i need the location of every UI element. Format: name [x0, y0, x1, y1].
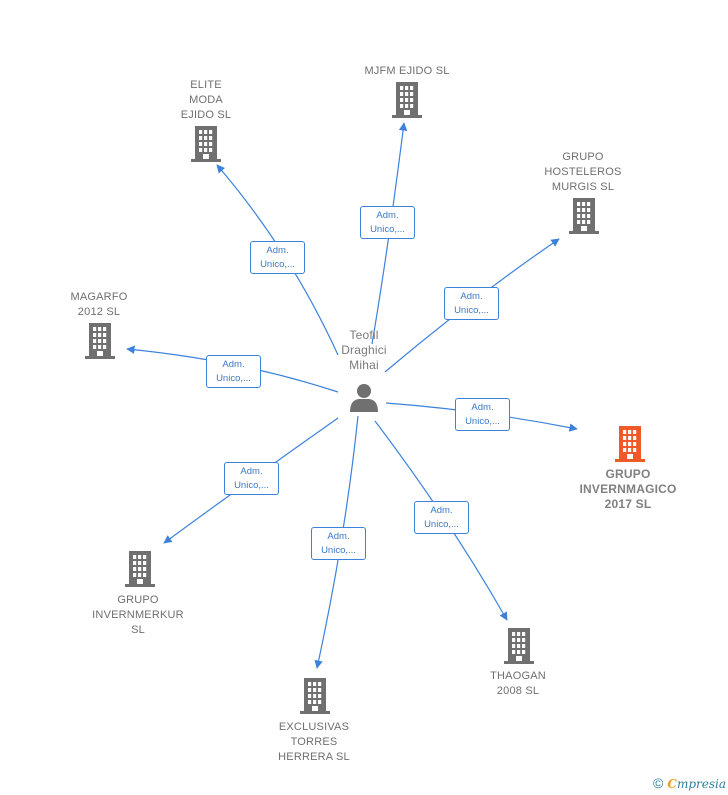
building-icon-magarfo[interactable] [84, 323, 116, 364]
relation-label-thaogan[interactable]: Adm. Unico,... [414, 501, 469, 534]
company-name-elite[interactable]: ELITE MODA EJIDO SL [180, 79, 232, 121]
edge-mjfm [371, 122, 408, 345]
relation-label-invernmagico[interactable]: Adm. Unico,... [455, 398, 510, 431]
building-icon-invernmagico[interactable] [614, 426, 646, 467]
building-icon-hosteleros[interactable] [568, 198, 600, 239]
person-name[interactable]: Teofil Draghici Mihai [341, 328, 387, 372]
person-icon[interactable] [349, 383, 379, 418]
brand-logo-text: mpresia [676, 777, 726, 791]
building-icon-exclusivas[interactable] [299, 678, 331, 719]
company-name-invernmagico[interactable]: GRUPO INVERNMAGICO 2017 SL [579, 467, 677, 511]
relation-label-elite[interactable]: Adm. Unico,... [250, 241, 305, 274]
company-name-mjfm[interactable]: MJFM EJIDO SL [364, 65, 450, 77]
building-icon-elite[interactable] [190, 126, 222, 167]
company-name-invernmerkur[interactable]: GRUPO INVERNMERKUR SL [92, 594, 184, 636]
relation-label-hosteleros[interactable]: Adm. Unico,... [444, 287, 499, 320]
building-icon-thaogan[interactable] [503, 628, 535, 669]
footer-brand: ©Cmpresia [653, 775, 726, 791]
relation-label-exclusivas[interactable]: Adm. Unico,... [311, 527, 366, 560]
building-icon-invernmerkur[interactable] [124, 551, 156, 592]
relation-label-magarfo[interactable]: Adm. Unico,... [206, 355, 261, 388]
building-icon-mjfm[interactable] [391, 82, 423, 123]
company-name-thaogan[interactable]: THAOGAN 2008 SL [490, 670, 546, 697]
company-name-hosteleros[interactable]: GRUPO HOSTELEROS MURGIS SL [544, 151, 622, 193]
company-name-magarfo[interactable]: MAGARFO 2012 SL [70, 291, 128, 318]
brand-logo-initial: C [667, 777, 677, 791]
relation-label-invernmerkur[interactable]: Adm. Unico,... [224, 462, 279, 495]
copyright-icon: © [653, 775, 664, 791]
relation-label-mjfm[interactable]: Adm. Unico,... [360, 206, 415, 239]
company-name-exclusivas[interactable]: EXCLUSIVAS TORRES HERRERA SL [278, 721, 350, 763]
